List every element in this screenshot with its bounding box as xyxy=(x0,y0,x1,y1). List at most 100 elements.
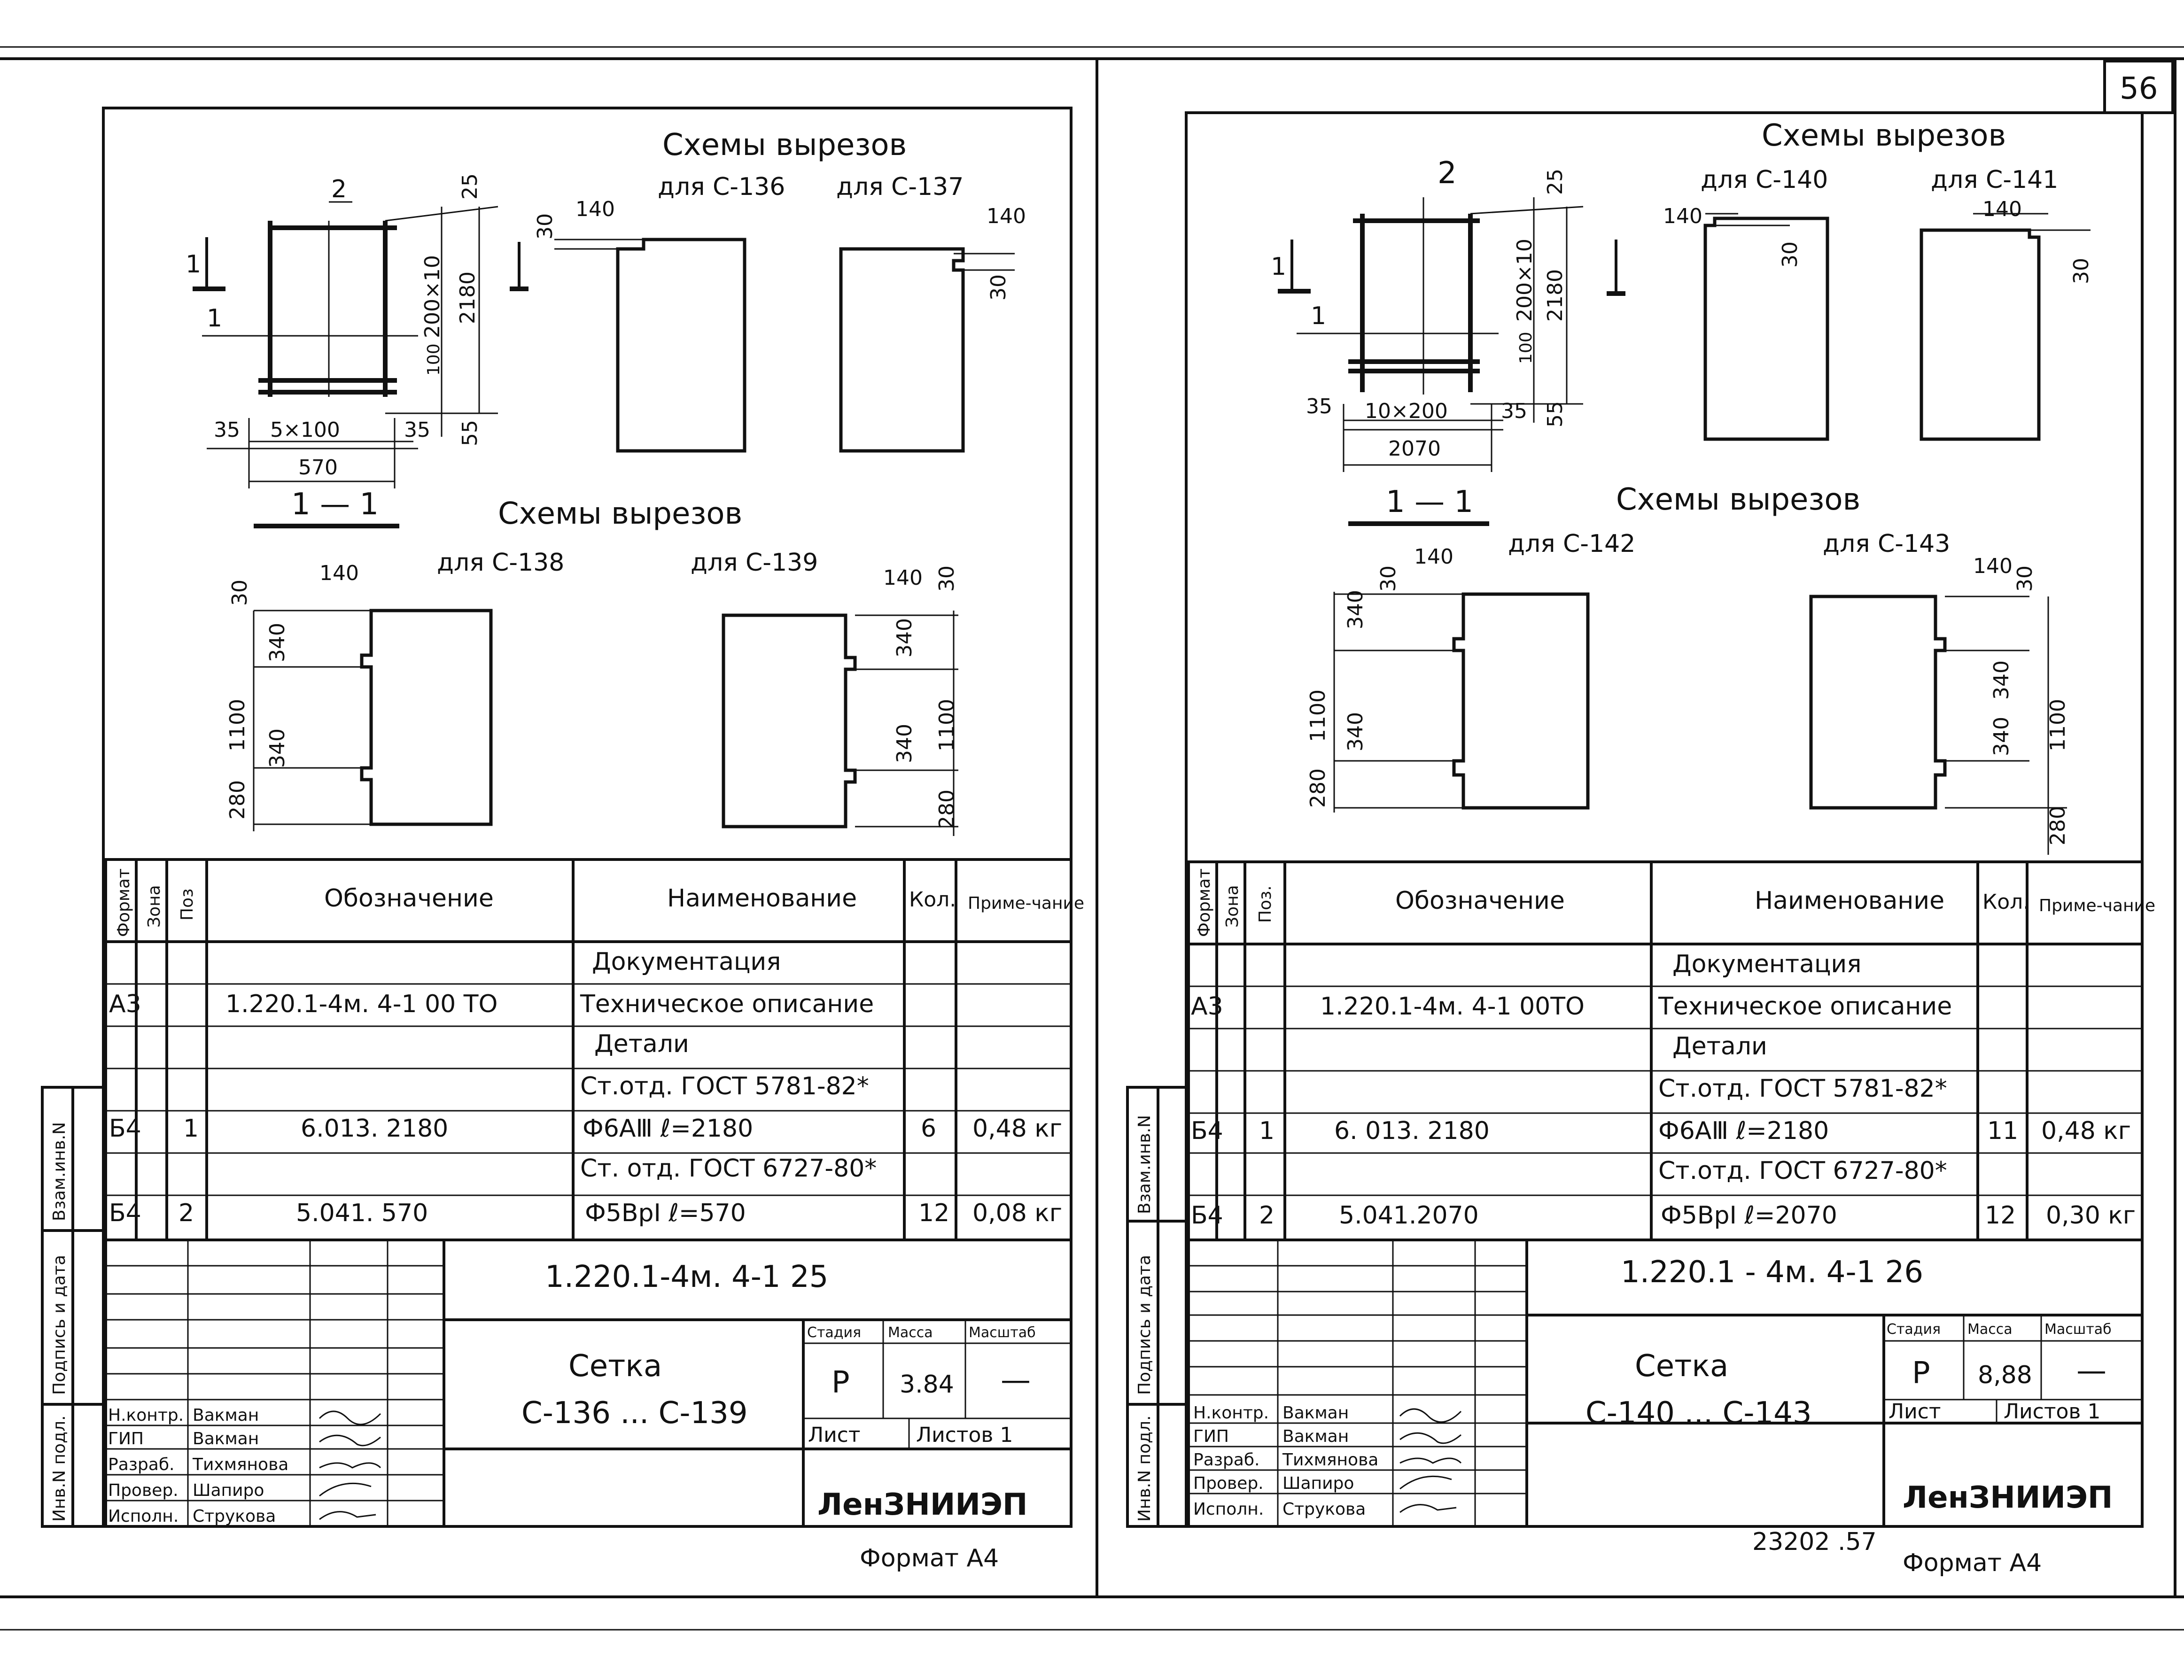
right-row4-designation: 6. 013. 2180 xyxy=(1334,1117,1490,1145)
left-c139-dim-280: 280 xyxy=(935,790,959,829)
right-stamp-inv: Инв.N подл. xyxy=(1135,1416,1154,1522)
right-row6-note: 0,30 кг xyxy=(2046,1201,2136,1230)
right-scheme-title-top: Схемы вырезов xyxy=(1762,118,2006,153)
left-row4-designation: 6.013. 2180 xyxy=(301,1115,448,1143)
left-row6-pos: 2 xyxy=(179,1199,194,1227)
right-row4-pos: 1 xyxy=(1259,1117,1275,1145)
right-sheet: Схемы вырезов для С-140 для С-141 2 1 1 … xyxy=(1126,111,2155,1577)
left-section-mark: 1 xyxy=(186,250,201,279)
right-dim-left: 35 xyxy=(1306,395,1332,418)
right-sig-name-2: Тихмянова xyxy=(1282,1450,1378,1470)
right-label-b: для С-141 xyxy=(1931,166,2058,194)
left-spec-table: Формат Зона Поз Обозначение Наименование… xyxy=(104,858,1084,1241)
left-label-d: для С-139 xyxy=(691,549,818,577)
right-th-format: Формат xyxy=(1195,868,1214,937)
right-plate-c143 xyxy=(1809,595,1947,810)
right-row3-name: Ст.отд. ГОСТ 5781-82* xyxy=(1658,1075,1947,1103)
right-mesh-drawing: 2 1 1 35 10×200 35 2070 25 2180 200×10 1… xyxy=(1271,156,1625,526)
left-pos2-label: 2 xyxy=(331,175,347,203)
right-c143-dim-340b: 340 xyxy=(1990,717,2013,756)
right-c143-dim-340: 340 xyxy=(1990,660,2013,700)
left-row1-designation: 1.220.1-4м. 4-1 00 ТО xyxy=(225,990,497,1018)
right-sig-name-3: Шапиро xyxy=(1282,1474,1354,1493)
left-plate-c138 xyxy=(360,609,493,826)
right-c141-dim-30: 30 xyxy=(2069,258,2093,284)
left-side-stamp: Инв.N подл. Подпись и дата Взам.инв.N xyxy=(41,1086,105,1528)
left-plate-c139 xyxy=(722,613,857,828)
left-row6-name: Ф5ВрⅠ ℓ=570 xyxy=(585,1199,746,1227)
left-row4-qty: 6 xyxy=(921,1115,936,1143)
left-row4-format: Б4 xyxy=(109,1115,141,1143)
left-th-pos: Поз xyxy=(178,889,197,921)
right-pos1-label: 1 xyxy=(1311,302,1326,330)
left-label-c: для С-138 xyxy=(437,549,564,577)
left-stage-label: Стадия xyxy=(807,1324,861,1341)
left-dim-pitch: 5×100 xyxy=(270,418,340,442)
left-sig-role-4: Исполн. xyxy=(108,1507,179,1526)
left-row6-designation: 5.041. 570 xyxy=(296,1199,428,1227)
left-org: ЛенЗНИИЭП xyxy=(817,1487,1027,1522)
right-row0-name: Документация xyxy=(1672,950,1861,978)
right-th-note: Приме-чание xyxy=(2039,896,2155,915)
left-c139-dim-340b: 340 xyxy=(893,724,917,763)
left-c136-dim-30: 30 xyxy=(533,213,557,240)
left-scale-label: Масштаб xyxy=(969,1324,1036,1341)
right-th-designation: Обозначение xyxy=(1395,887,1565,915)
left-label-a: для С-136 xyxy=(658,173,785,201)
right-c143-dim-1100: 1100 xyxy=(2046,699,2070,751)
left-c139-dim-340: 340 xyxy=(893,618,917,658)
right-dim-100: 100 xyxy=(1516,332,1536,364)
right-dim-len: 2180 xyxy=(1543,269,1567,322)
right-sig-role-1: ГИП xyxy=(1193,1427,1229,1446)
right-side-stamp: Инв.N подл. Подпись и дата Взам.инв.N xyxy=(1126,1086,1190,1528)
right-c142-dim-140: 140 xyxy=(1414,545,1453,569)
right-pos2-label: 2 xyxy=(1438,156,1457,191)
right-sheets-label: Листов 1 xyxy=(2004,1400,2100,1424)
left-title-line1: Сетка xyxy=(568,1349,662,1384)
right-format-note: Формат А4 xyxy=(1903,1549,2042,1577)
left-row3-name: Ст.отд. ГОСТ 5781-82* xyxy=(580,1072,869,1100)
right-scheme-title-bottom: Схемы вырезов xyxy=(1616,482,1860,517)
right-mass: 8,88 xyxy=(1978,1361,2032,1389)
right-sig-name-0: Вакман xyxy=(1282,1403,1349,1423)
left-c138-dim-340b: 340 xyxy=(265,728,289,768)
left-c137-dim-30: 30 xyxy=(987,274,1010,301)
right-plate-c140 xyxy=(1703,217,1829,441)
right-th-qty: Кол. xyxy=(1982,890,2029,914)
right-c140-dim-140: 140 xyxy=(1663,204,1702,228)
left-mass-label: Масса xyxy=(888,1324,933,1341)
right-sig-role-0: Н.контр. xyxy=(1193,1403,1269,1423)
left-sig-name-2: Тихмянова xyxy=(192,1455,288,1474)
right-title-line2: С-140 ... С-143 xyxy=(1586,1396,1812,1431)
right-spec-table: Формат Зона Поз. Обозначение Наименовани… xyxy=(1187,860,2155,1241)
right-sig-role-2: Разраб. xyxy=(1193,1450,1259,1470)
right-th-name: Наименование xyxy=(1755,887,1944,915)
left-th-zone: Зона xyxy=(145,885,164,928)
right-row4-name: Ф6АⅢ ℓ=2180 xyxy=(1658,1117,1829,1145)
left-sig-role-0: Н.контр. xyxy=(108,1406,184,1425)
left-c139-dim-1100: 1100 xyxy=(935,699,959,751)
left-plate-c136 xyxy=(616,238,746,453)
right-doc-code: 1.220.1 - 4м. 4-1 26 xyxy=(1621,1255,1923,1290)
right-row6-name: Ф5ВрⅠ ℓ=2070 xyxy=(1661,1201,1837,1230)
right-c142-dim-340b: 340 xyxy=(1344,712,1368,751)
left-row0-name: Документация xyxy=(592,948,781,976)
right-c142-dim-1100: 1100 xyxy=(1306,689,1330,742)
right-dim-right: 35 xyxy=(1501,399,1527,423)
left-th-name: Наименование xyxy=(667,884,857,913)
left-th-format: Формат xyxy=(114,868,133,937)
right-th-pos: Поз. xyxy=(1256,885,1275,923)
right-section-mark: 1 xyxy=(1271,253,1286,281)
left-c138-dim-140: 140 xyxy=(319,561,359,585)
right-label-c: для С-142 xyxy=(1508,530,1635,558)
left-row4-note: 0,48 кг xyxy=(972,1115,1062,1143)
left-mass: 3.84 xyxy=(900,1370,954,1399)
left-scale: — xyxy=(1001,1363,1031,1398)
left-dim-left: 35 xyxy=(214,418,240,442)
right-row4-qty: 11 xyxy=(1987,1117,2018,1145)
footer-code: 23202 .57 xyxy=(1752,1528,1877,1556)
left-th-qty: Кол. xyxy=(909,888,956,912)
right-dim-pitch: 10×200 xyxy=(1365,399,1448,423)
left-scheme-title-bottom: Схемы вырезов xyxy=(498,496,742,531)
